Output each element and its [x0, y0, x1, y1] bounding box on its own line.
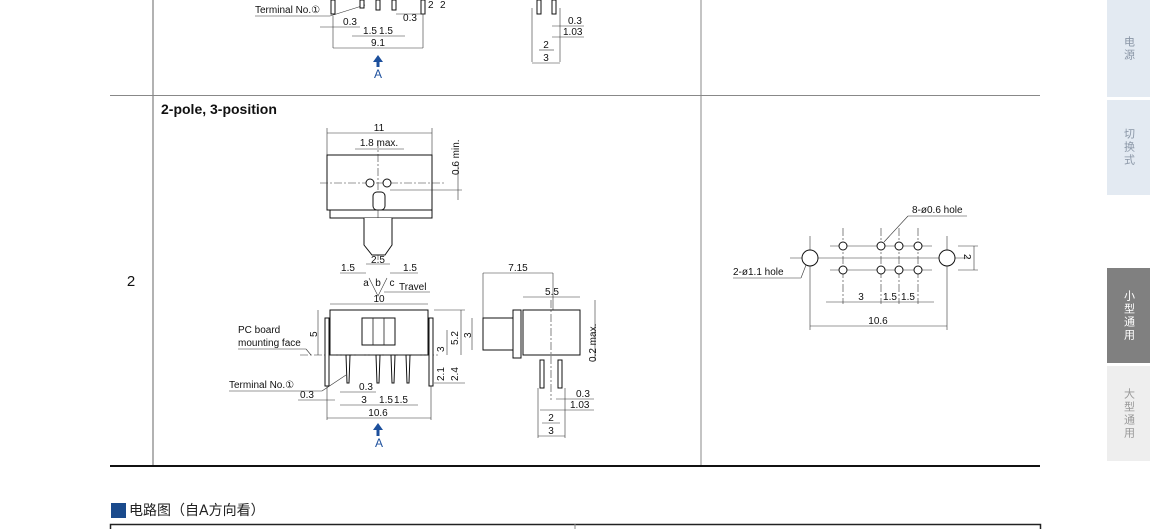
- dim-label: 11: [374, 123, 385, 134]
- position-label: c: [390, 278, 395, 289]
- dim-label: 5: [309, 331, 320, 337]
- view-label: A: [375, 436, 383, 450]
- side-view-drawing: 7.15 5.5 3 0.2 max. 0.3 1.03 2 3: [463, 263, 599, 438]
- hole-label: 2-ø1.1 hole: [733, 267, 784, 278]
- travel-label: Travel: [399, 282, 426, 293]
- side-tab-small-general[interactable]: 小型通用: [1107, 268, 1150, 363]
- pcb-label: mounting face: [238, 338, 301, 349]
- dim-label: 0.3: [359, 382, 373, 393]
- dim-label: 1.5: [363, 26, 377, 37]
- dim-label: 0.3: [343, 17, 357, 28]
- circuit-diagram-heading: 电路图（自A方向看）: [111, 500, 265, 520]
- dim-label: 0.6 min.: [451, 139, 462, 175]
- dim-label: 1.5: [403, 263, 417, 274]
- pcb-label: PC board: [238, 325, 280, 336]
- dim-label: 3: [548, 426, 554, 437]
- dim-label: 1.5: [394, 395, 408, 406]
- dim-label: 1.5: [341, 263, 355, 274]
- tab-label: 大型通用: [1122, 387, 1136, 440]
- position-label: a: [363, 278, 369, 289]
- dim-label: 2.4: [450, 367, 461, 381]
- dim-label: 1.03: [563, 27, 583, 38]
- dim-label: 3: [436, 346, 447, 352]
- dim-label: 5.5: [545, 287, 559, 298]
- dim-label: 7.15: [508, 263, 528, 274]
- dim-label: 2: [543, 40, 549, 51]
- dim-label: 0.3: [300, 390, 314, 401]
- side-tab-power[interactable]: 电源: [1107, 0, 1150, 97]
- dim-label: 5.2: [450, 331, 461, 345]
- dim-label: 1.5: [901, 292, 915, 303]
- terminal-label: Terminal No.①: [255, 5, 320, 16]
- view-arrow-icon: [373, 423, 383, 436]
- dim-label: 2: [428, 0, 434, 11]
- view-arrow-icon: [373, 55, 383, 67]
- dim-label: 1.5: [883, 292, 897, 303]
- dim-label: 2: [548, 413, 554, 424]
- dim-label: 0.3: [576, 389, 590, 400]
- tab-label: 小型通用: [1122, 289, 1136, 342]
- terminal-label: Terminal No.①: [229, 380, 294, 391]
- front-view-drawing: 10 5 PC board mounting face 3 5.2 2.1 2.…: [229, 294, 465, 450]
- dim-label: 10: [373, 294, 385, 305]
- section-marker-icon: [111, 502, 126, 518]
- dim-label: 0.2 max.: [588, 324, 599, 362]
- dim-label: 0.3: [568, 16, 582, 27]
- pcb-layout-drawing: 8-ø0.6 hole 2-ø1.1 hole 2 3 1.5 1.5 10.6: [733, 205, 978, 330]
- previous-row-drawing: Terminal No.① 0.3 1.5 1.5 0.3 9.1 2 2 A …: [255, 0, 584, 81]
- dim-label: 3: [543, 53, 549, 64]
- dim-label: 9.1: [371, 38, 385, 49]
- dim-label: 1.8 max.: [360, 138, 398, 149]
- tab-label: 电源: [1122, 35, 1136, 62]
- table-grid: [109, 0, 1042, 529]
- tab-label: 切换式: [1122, 128, 1136, 167]
- position-label: b: [375, 278, 381, 289]
- dim-label: 2.5: [371, 255, 385, 266]
- side-tab-switch-type[interactable]: 切换式: [1107, 100, 1150, 195]
- side-tab-large-general[interactable]: 大型通用: [1107, 366, 1150, 461]
- dim-label: 2: [440, 0, 446, 11]
- row-number: 2: [127, 273, 135, 290]
- dim-label: 2: [961, 254, 972, 260]
- dim-label: 3: [361, 395, 367, 406]
- dim-label: 1.03: [570, 400, 590, 411]
- dim-label: 0.3: [403, 13, 417, 24]
- row-title: 2-pole, 3-position: [161, 101, 277, 117]
- section-title-text: 电路图（自A方向看）: [129, 503, 265, 519]
- hole-label: 8-ø0.6 hole: [912, 205, 963, 216]
- dim-label: 3: [858, 292, 864, 303]
- dim-label: 1.5: [379, 395, 393, 406]
- top-view-drawing: 11 1.8 max. 0.6 min. 2.5 1.5 1.5 a b c T…: [320, 123, 462, 297]
- dim-label: 3: [463, 332, 474, 338]
- dim-label: 10.6: [368, 408, 388, 419]
- dim-label: 10.6: [868, 316, 888, 327]
- view-label: A: [374, 67, 382, 81]
- dim-label: 1.5: [379, 26, 393, 37]
- dim-label: 2.1: [436, 367, 447, 381]
